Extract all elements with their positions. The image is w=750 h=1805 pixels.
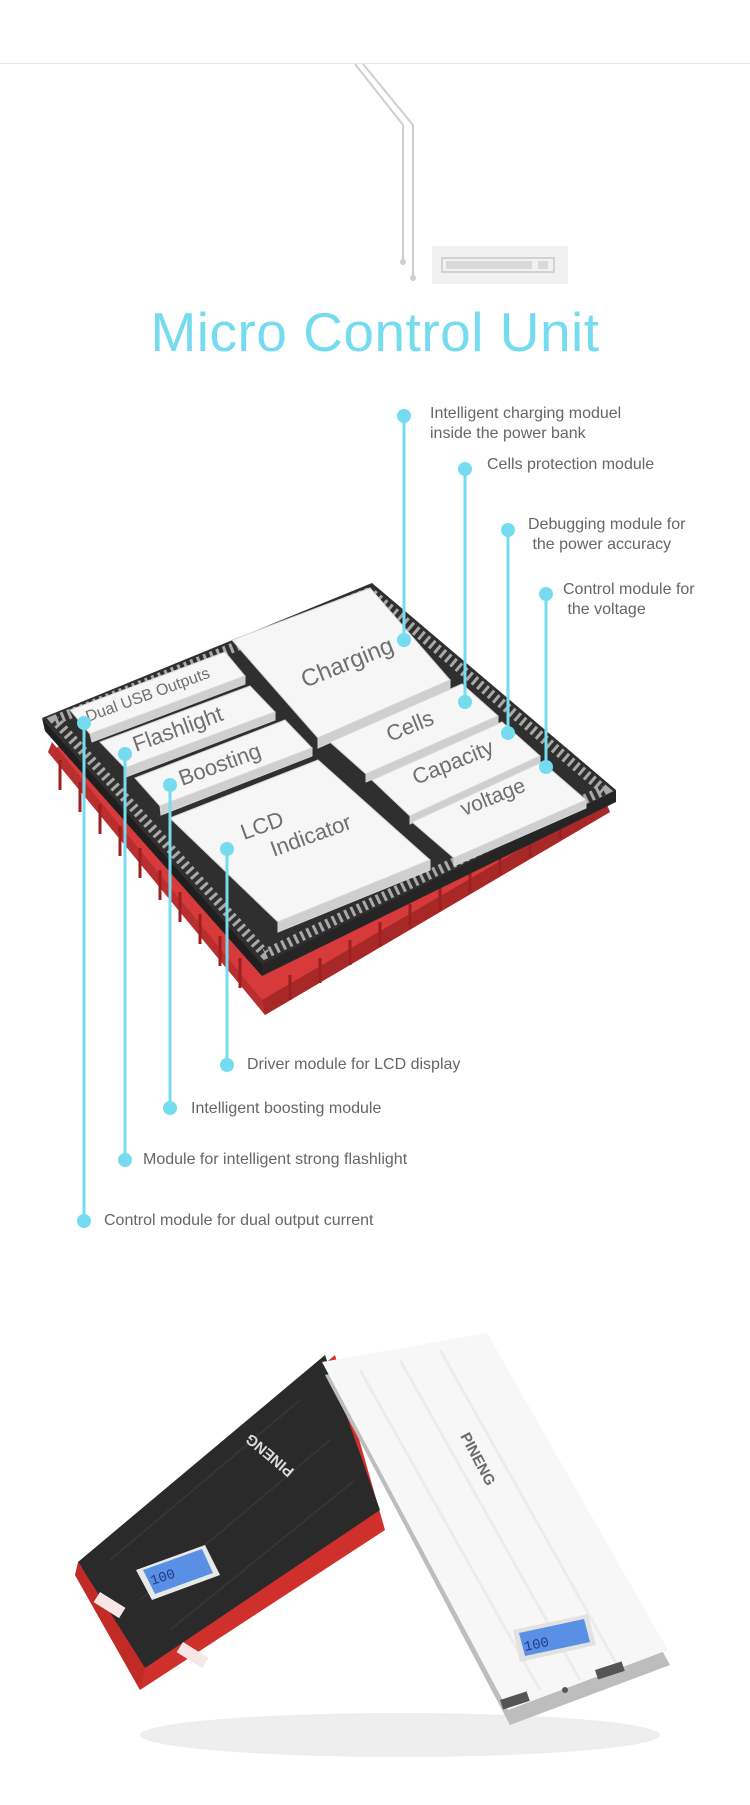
circuit-trace xyxy=(354,63,414,278)
white-power-bank: PINENG 100 xyxy=(322,1333,670,1725)
chip-pins xyxy=(58,760,562,1000)
callout-lcd: Driver module for LCD display xyxy=(247,1055,460,1075)
page-title: Micro Control Unit xyxy=(150,301,600,363)
callout-capacity: Debugging module for the power accuracy xyxy=(528,515,685,555)
callout-cells: Cells protection module xyxy=(487,455,654,475)
callout-flashlight: Module for intelligent strong flashlight xyxy=(143,1150,407,1170)
callout-text: Control module for xyxy=(563,581,695,598)
trace-dot xyxy=(400,259,406,265)
callout-text: the power accuracy xyxy=(528,536,672,553)
callout-text: Debugging module for xyxy=(528,516,686,533)
callout-text: Intelligent boosting module xyxy=(191,1100,382,1117)
lcd-reading-white: 100 xyxy=(523,1635,551,1656)
callout-text: Driver module for LCD display xyxy=(247,1056,461,1073)
module-blocks xyxy=(69,587,587,933)
top-divider xyxy=(0,63,750,64)
callout-text: Control module for dual output current xyxy=(104,1212,374,1229)
callout-leaders xyxy=(82,416,548,1221)
callout-usb: Control module for dual output current xyxy=(104,1211,373,1231)
callout-text: Cells protection module xyxy=(487,456,655,473)
callout-text: inside the power bank xyxy=(430,425,586,442)
callout-voltage: Control module for the voltage xyxy=(563,580,695,620)
callout-text: Intelligent charging moduel xyxy=(430,405,622,422)
callout-dots xyxy=(77,409,553,1228)
black-power-bank: PINENG 100 xyxy=(75,1355,385,1690)
connector-graphic xyxy=(432,246,568,284)
trace-dot xyxy=(410,275,416,281)
lcd-reading-black: 100 xyxy=(149,1567,178,1590)
callout-text: Module for intelligent strong flashlight xyxy=(143,1151,408,1168)
callout-charging: Intelligent charging moduel inside the p… xyxy=(430,404,621,444)
callout-boosting: Intelligent boosting module xyxy=(191,1099,381,1119)
callout-text: the voltage xyxy=(563,601,646,618)
